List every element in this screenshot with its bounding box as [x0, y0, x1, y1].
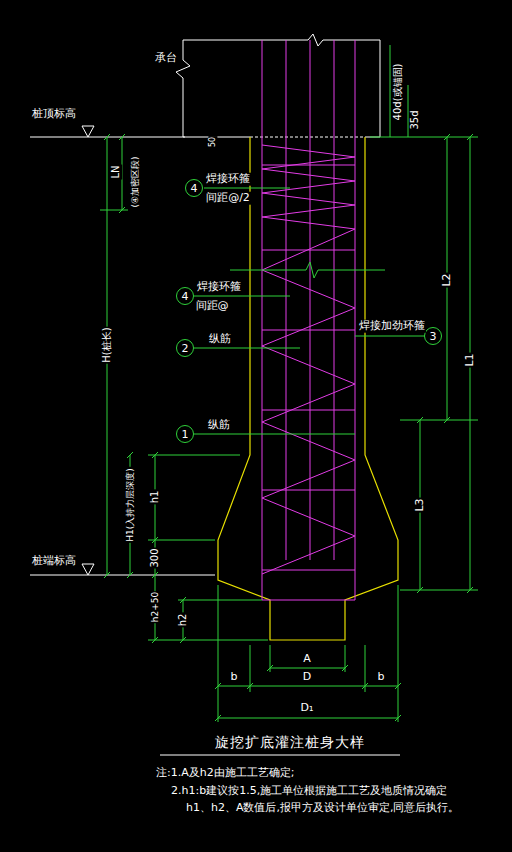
- dimension-label: 纵筋: [207, 419, 231, 432]
- stiffening-ring: [262, 250, 355, 251]
- callout-number: 4: [191, 183, 198, 194]
- callout-circle: 4: [176, 287, 194, 305]
- note-text: 注:1.A及h2由施工工艺确定;: [155, 767, 295, 780]
- dimension-label: h1: [149, 490, 161, 505]
- dimension-label: 承台: [154, 52, 178, 65]
- callout-number: 4: [182, 291, 189, 302]
- dimension-label: 40d(或锚固): [392, 63, 404, 122]
- title-underline: [160, 755, 400, 756]
- stiffening-ring: [262, 570, 355, 571]
- extension-lines: [218, 585, 398, 722]
- elevation-marks: [30, 126, 400, 755]
- dimension-label: 50: [208, 136, 217, 148]
- break-line: [230, 262, 385, 278]
- dimension-label: D₁: [300, 702, 315, 715]
- callout-circle: 2: [176, 339, 194, 357]
- dimension-label: 焊接环箍: [205, 173, 251, 186]
- dimension-label: LN: [110, 164, 122, 179]
- callout-circle: 4: [185, 179, 203, 197]
- stiffening-ring: [262, 330, 355, 331]
- horizontal-dimension: [215, 683, 401, 689]
- dimension-label: A: [302, 653, 312, 666]
- stiffening-ring: [262, 490, 355, 491]
- dimension-label: b: [377, 671, 386, 684]
- dimension-label: H1(入持力层深度): [125, 467, 135, 543]
- stiffening-ring: [262, 600, 355, 601]
- leader-lines: [194, 188, 424, 434]
- cap-outline: [176, 34, 380, 137]
- dimension-label: 间距@: [195, 300, 230, 313]
- callout-circle: 3: [424, 327, 442, 345]
- dimension-label: 间距@/2: [205, 192, 251, 205]
- top-elevation-mark: [30, 126, 185, 137]
- dimension-label: L2: [441, 272, 454, 287]
- longitudinal-bar: [310, 40, 311, 560]
- dimension-label: h2+50: [150, 591, 160, 623]
- longitudinal-bar: [355, 40, 356, 600]
- note-text: h1、h2、A数值后,报甲方及设计单位审定,同意后执行。: [185, 802, 460, 815]
- dimension-label: b: [230, 671, 239, 684]
- callout-number: 1: [182, 429, 189, 440]
- dimension-label: L3: [414, 497, 427, 512]
- dimension-label: h2: [177, 613, 189, 628]
- horizontal-dimension: [215, 715, 401, 721]
- pile-cap: [176, 34, 380, 137]
- pile-top-line: [250, 137, 365, 138]
- dimension-lines: [100, 45, 478, 722]
- anchor-length-lines: [390, 45, 408, 137]
- callout-number: 2: [182, 343, 189, 354]
- dimension-label: 焊接环箍: [196, 281, 242, 294]
- spiral-hoop: [262, 145, 355, 574]
- callout-number: 3: [430, 331, 437, 342]
- note-text: 2.h1:b建议按1.5,施工单位根据施工工艺及地质情况确定: [170, 785, 448, 798]
- dimension-label: 桩端标高: [31, 555, 77, 568]
- dimension-label: 35d: [409, 109, 421, 130]
- stiffening-ring: [262, 165, 355, 166]
- dimension-label: 桩顶标高: [31, 108, 77, 121]
- longitudinal-bar: [286, 40, 287, 560]
- dimension-label: (④加密区段): [130, 155, 140, 208]
- drawing-title: 旋挖扩底灌注桩身大样: [215, 734, 365, 752]
- callout-circle: 1: [176, 425, 194, 443]
- longitudinal-bar: [262, 40, 263, 600]
- dimension-label: 焊接加劲环箍: [358, 320, 426, 333]
- dimension-label: L1: [464, 352, 477, 367]
- extension-lines: [100, 137, 478, 640]
- dimension-label: H(桩长): [101, 326, 113, 363]
- pile-outline: [218, 137, 398, 640]
- dimension-label: 300: [149, 547, 161, 568]
- dimension-label: 纵筋: [208, 333, 232, 346]
- stiffening-ring: [262, 410, 355, 411]
- rebar-cage: [262, 40, 355, 600]
- dimension-label: D: [302, 671, 312, 684]
